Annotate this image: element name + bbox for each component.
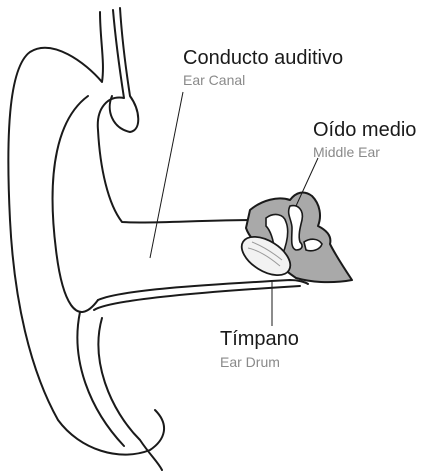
ear-drum-label-es: Tímpano bbox=[220, 328, 299, 350]
antihelix bbox=[53, 96, 98, 312]
ear-canal-lower-wall bbox=[98, 280, 308, 300]
ear-drum-label-en: Ear Drum bbox=[220, 354, 280, 370]
middle-ear-label-es: Oído medio bbox=[313, 119, 416, 141]
middle-ear-label-en: Middle Ear bbox=[313, 144, 380, 160]
canal-label-es: Conducto auditivo bbox=[183, 47, 343, 69]
lobe-edge bbox=[77, 312, 124, 446]
ear-lobe bbox=[94, 286, 300, 470]
helix-rim bbox=[98, 10, 255, 223]
canal-leader-line bbox=[150, 92, 183, 258]
canal-label-en: Ear Canal bbox=[183, 72, 245, 88]
